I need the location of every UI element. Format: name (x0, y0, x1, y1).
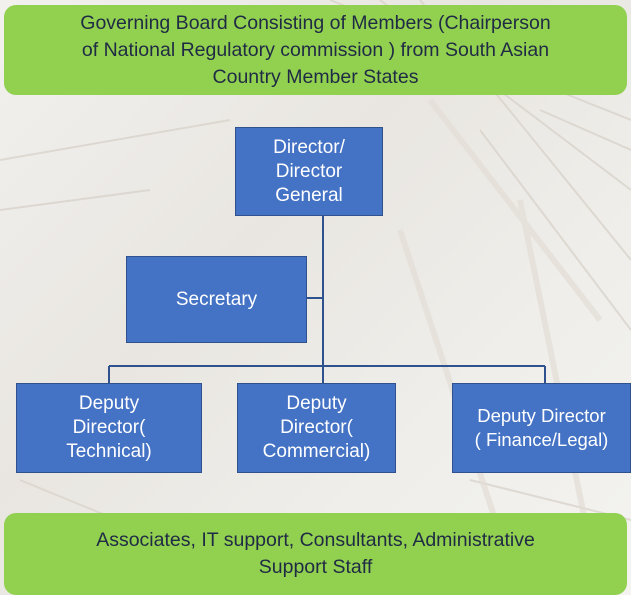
governing-board-banner: Governing Board Consisting of Members (C… (4, 5, 627, 95)
support-staff-line-1: Associates, IT support, Consultants, Adm… (96, 529, 535, 551)
deputy-technical-line-2: Director( (72, 417, 146, 438)
support-staff-banner: Associates, IT support, Consultants, Adm… (4, 513, 627, 595)
deputy-technical-line-3: Technical) (66, 441, 152, 462)
deputy-director-technical-box: Deputy Director( Technical) (16, 383, 202, 473)
director-line-3: General (275, 184, 343, 206)
governing-board-line-2: of National Regulatory commission ) from… (81, 38, 550, 61)
director-general-box: Director/ Director General (235, 127, 383, 216)
deputy-commercial-line-2: Director( (280, 417, 353, 438)
secretary-box: Secretary (126, 256, 307, 343)
director-line-1: Director/ (273, 136, 345, 158)
secretary-label: Secretary (175, 288, 258, 310)
support-staff-line-2: Support Staff (258, 556, 373, 578)
governing-board-line-3: Country Member States (212, 65, 419, 88)
deputy-technical-line-1: Deputy (78, 393, 140, 414)
deputy-director-commercial-box: Deputy Director( Commercial) (237, 383, 396, 473)
governing-board-line-1: Governing Board Consisting of Members (C… (80, 11, 551, 34)
director-line-2: Director (275, 160, 343, 182)
deputy-finance-line-1: Deputy Director (477, 405, 606, 426)
deputy-commercial-line-3: Commercial) (262, 441, 371, 462)
deputy-director-finance-box: Deputy Director ( Finance/Legal) (452, 383, 631, 473)
deputy-commercial-line-1: Deputy (286, 393, 347, 414)
deputy-finance-line-2: ( Finance/Legal) (474, 429, 609, 450)
